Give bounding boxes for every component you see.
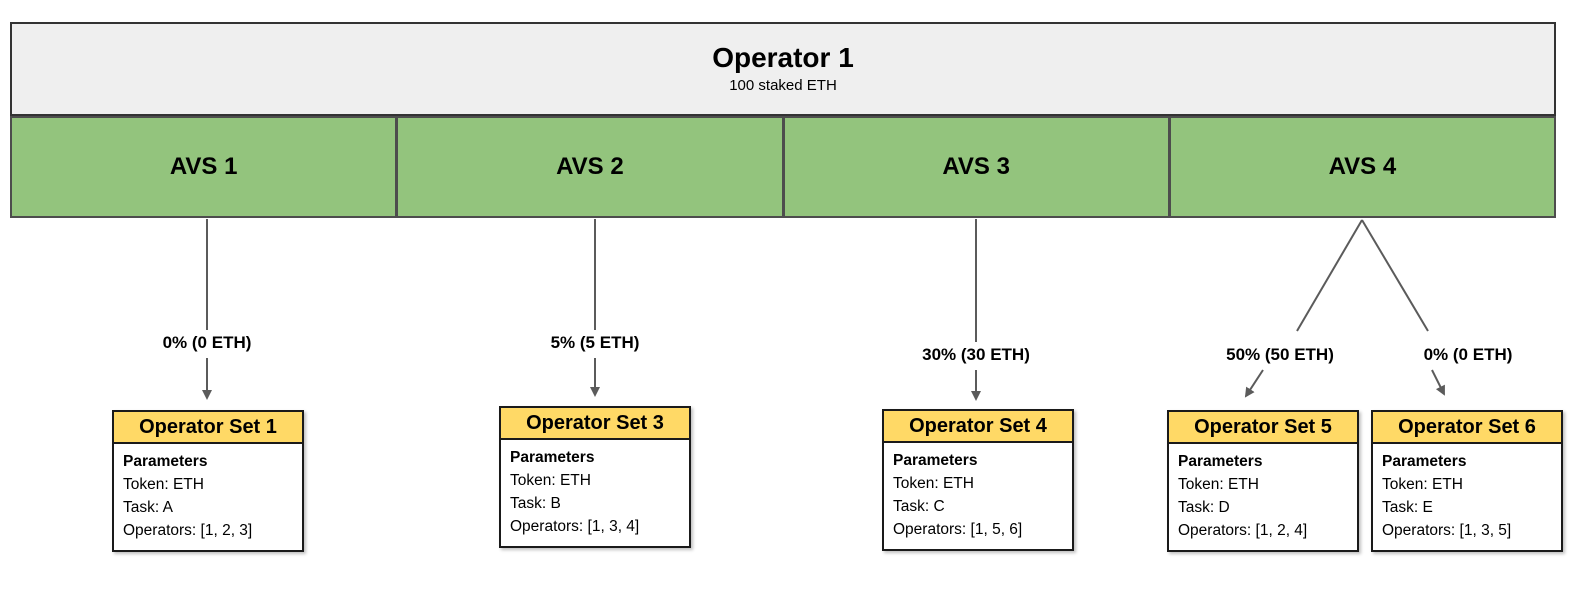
operator-set-6-params: Parameters Token: ETH Task: E Operators:…	[1373, 444, 1561, 550]
param-task: Task: D	[1178, 499, 1230, 516]
param-token: Token: ETH	[123, 476, 204, 493]
param-operators: Operators: [1, 3, 4]	[510, 518, 640, 535]
operator-set-6-box: Operator Set 6 Parameters Token: ETH Tas…	[1371, 410, 1563, 552]
avs-row: AVS 1 AVS 2 AVS 3 AVS 4	[10, 116, 1556, 218]
operator-set-5-box: Operator Set 5 Parameters Token: ETH Tas…	[1167, 410, 1359, 552]
operator-set-3-params: Parameters Token: ETH Task: B Operators:…	[501, 440, 689, 546]
arrow-avs4-to-set5-upper	[1296, 219, 1363, 332]
allocation-label-avs4-right: 0% (0 ETH)	[1420, 345, 1516, 365]
arrow-avs4-to-set6-lower	[1431, 369, 1445, 396]
operator-set-1-params: Parameters Token: ETH Task: A Operators:…	[114, 444, 302, 550]
param-token: Token: ETH	[1178, 476, 1259, 493]
operator-title: Operator 1	[712, 42, 854, 73]
operator-set-3-title: Operator Set 3	[501, 408, 689, 440]
operator-set-1-box: Operator Set 1 Parameters Token: ETH Tas…	[112, 410, 304, 552]
operator-set-6-title: Operator Set 6	[1373, 412, 1561, 444]
allocation-label-avs3: 30% (30 ETH)	[919, 345, 1033, 365]
operator-set-4-title: Operator Set 4	[884, 411, 1072, 443]
operator-set-4-params: Parameters Token: ETH Task: C Operators:…	[884, 443, 1072, 549]
avs-cell-3: AVS 3	[783, 116, 1170, 218]
operator-set-1-title: Operator Set 1	[114, 412, 302, 444]
param-operators: Operators: [1, 3, 5]	[1382, 522, 1512, 539]
params-heading: Parameters	[1382, 453, 1467, 470]
operator-box: Operator 1 100 staked ETH	[10, 22, 1556, 116]
param-operators: Operators: [1, 2, 4]	[1178, 522, 1308, 539]
arrow-avs4-to-set5-lower	[1244, 369, 1264, 398]
param-operators: Operators: [1, 5, 6]	[893, 521, 1023, 538]
operator-set-5-params: Parameters Token: ETH Task: D Operators:…	[1169, 444, 1357, 550]
param-task: Task: B	[510, 495, 561, 512]
operator-stake-subtitle: 100 staked ETH	[729, 77, 837, 94]
operator-set-4-box: Operator Set 4 Parameters Token: ETH Tas…	[882, 409, 1074, 551]
allocation-label-avs1: 0% (0 ETH)	[159, 333, 255, 353]
operator-set-3-box: Operator Set 3 Parameters Token: ETH Tas…	[499, 406, 691, 548]
param-operators: Operators: [1, 2, 3]	[123, 522, 253, 539]
avs-cell-1: AVS 1	[10, 116, 398, 218]
param-token: Token: ETH	[1382, 476, 1463, 493]
operator-set-5-title: Operator Set 5	[1169, 412, 1357, 444]
arrow-avs4-to-set6-upper	[1361, 219, 1429, 332]
avs-cell-2: AVS 2	[397, 116, 784, 218]
params-heading: Parameters	[1178, 453, 1263, 470]
param-task: Task: C	[893, 498, 945, 515]
params-heading: Parameters	[510, 449, 595, 466]
allocation-label-avs2: 5% (5 ETH)	[547, 333, 643, 353]
param-token: Token: ETH	[893, 475, 974, 492]
param-token: Token: ETH	[510, 472, 591, 489]
params-heading: Parameters	[123, 453, 208, 470]
param-task: Task: E	[1382, 499, 1433, 516]
param-task: Task: A	[123, 499, 173, 516]
params-heading: Parameters	[893, 452, 978, 469]
allocation-label-avs4-left: 50% (50 ETH)	[1223, 345, 1337, 365]
avs-cell-4: AVS 4	[1169, 116, 1556, 218]
